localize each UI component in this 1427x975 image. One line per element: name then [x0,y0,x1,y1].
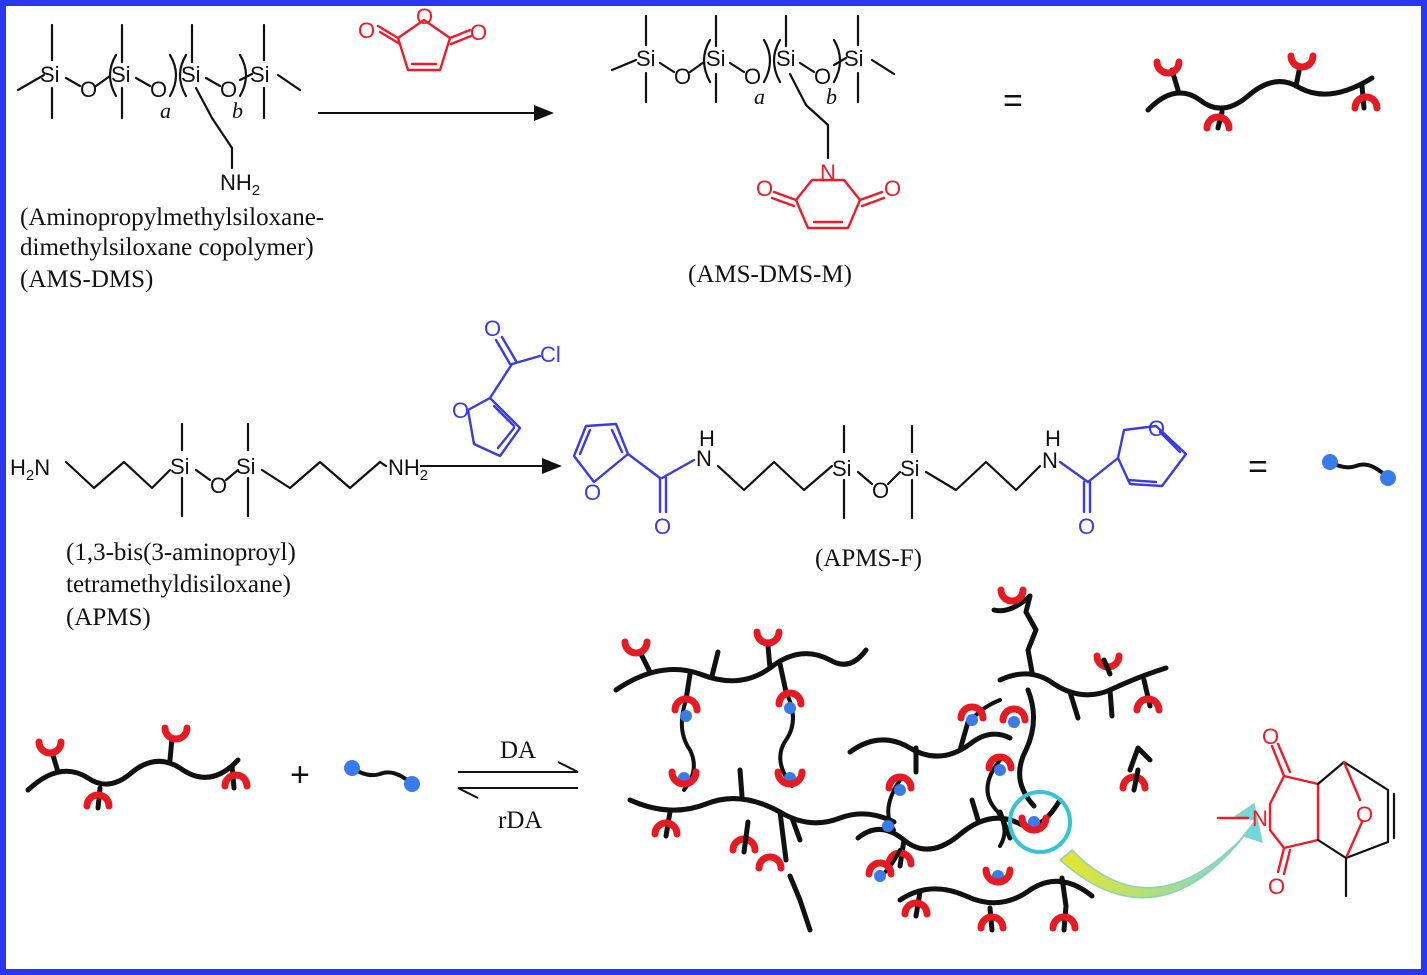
o-carbonyl-right: O [470,20,487,45]
o-atom-m2: O [744,64,761,89]
equilibrium-arrows: DA rDA [457,737,579,834]
furan-dot-2 [1380,470,1396,486]
o-maleimide-left: O [756,176,773,201]
o-furan-reagent: O [452,398,469,423]
o-carbonyl-left: O [358,18,375,43]
o-atom-1: O [80,77,97,102]
si-atom-3: Si [181,62,201,87]
o-furan-left: O [584,480,601,505]
o-maleimide-right: O [884,176,901,201]
caption-apms-line3: (APMS) [66,604,151,631]
o-amide-left: O [654,514,671,539]
label-reverse-rda: rDA [498,807,542,834]
furan-dot-1 [1322,454,1338,470]
plus-sign: + [290,756,310,794]
si-atom-f1: Si [832,456,852,481]
n-amide-left: N [696,446,712,471]
o-ring: O [416,4,433,29]
caption-ams-dms-m: (AMS-DMS-M) [688,261,852,288]
n-amide-right: N [1042,448,1058,473]
ams-dms-structure: Si O Si O a Si O b Si NH2 [16,23,302,199]
cl-atom: Cl [540,342,561,367]
o-atom-2: O [150,77,167,102]
o-bridge: O [1356,802,1373,827]
caption-apms-line1: (1,3-bis(3-aminoproyl) [66,539,296,566]
maleimide-ring: N O O [756,160,901,230]
o-atom-3: O [220,77,237,102]
h-amide-left: H [699,426,715,451]
subscript-a-m: a [754,84,765,109]
caption-ams-dms-line3: (AMS-DMS) [20,266,153,293]
subscript-b: b [232,98,243,123]
furoyl-chloride-reagent: O Cl O [452,316,561,458]
h-amide-right: H [1045,426,1061,451]
o-adduct-top: O [1262,724,1279,749]
magnifier-circle [1008,790,1072,854]
caption-ams-dms-line2: dimethylsiloxane copolymer) [20,234,314,261]
da-adduct-structure: N O O O [1216,724,1396,899]
si-atom-m3: Si [776,46,796,71]
si-atom-apms-1: Si [170,454,190,479]
apms-structure: H2N Si O Si NH2 [10,422,428,518]
ams-dms-m-structure: Si O Si O a Si O b Si [610,14,896,160]
reactant-furan-linker [344,760,420,792]
maleic-anhydride-reagent: O O O [358,4,487,72]
caption-apms-f: (APMS-F) [815,545,922,572]
n-atom-maleimide: N [820,160,836,185]
caption-apms-line2: tetramethyldisiloxane) [66,571,291,598]
caption-ams-dms-line1: (Aminopropylmethylsiloxane- [20,204,324,231]
si-atom-1: Si [40,62,60,87]
maleimide-polymer-icon [1145,56,1377,128]
reactant-maleimide-polymer [25,728,247,811]
si-atom-m2: Si [706,46,726,71]
o-amide-right: O [1078,514,1095,539]
subscript-b-m: b [826,84,837,109]
o-carbonyl-furoyl: O [484,316,501,341]
equals-sign-2: = [1248,448,1268,486]
nh2-right: NH2 [388,455,428,484]
h2n-left: H2N [10,455,50,484]
nh2-group: NH2 [220,170,260,199]
si-atom-f2: Si [900,456,920,481]
o-adduct-bottom: O [1268,874,1285,899]
apms-caption: (1,3-bis(3-aminoproyl) tetramethyldisilo… [66,539,296,631]
si-atom-2: Si [111,62,131,87]
maleimide-cup-1 [1157,62,1179,73]
label-forward-da: DA [500,737,536,764]
si-atom-apms-2: Si [236,454,256,479]
curved-arrow [1058,802,1264,899]
o-atom-f: O [872,478,889,503]
o-atom-apms: O [210,473,227,498]
crosslinked-network [613,590,1169,933]
o-atom-m3: O [814,64,831,89]
subscript-a: a [160,98,171,123]
si-atom-4: Si [250,62,270,87]
maleimide-cup-2 [1291,56,1313,67]
si-atom-m4: Si [844,46,864,71]
furan-linker-icon [1322,454,1396,486]
si-atom-m1: Si [636,46,656,71]
o-furan-right: O [1148,416,1165,441]
o-atom-m1: O [674,64,691,89]
n-atom-adduct: N [1252,806,1268,831]
equals-sign-1: = [1003,82,1023,120]
ams-dms-caption: (Aminopropylmethylsiloxane- dimethylsilo… [20,204,324,293]
apms-f-structure: O O N H Si O Si N H O O [572,416,1188,539]
